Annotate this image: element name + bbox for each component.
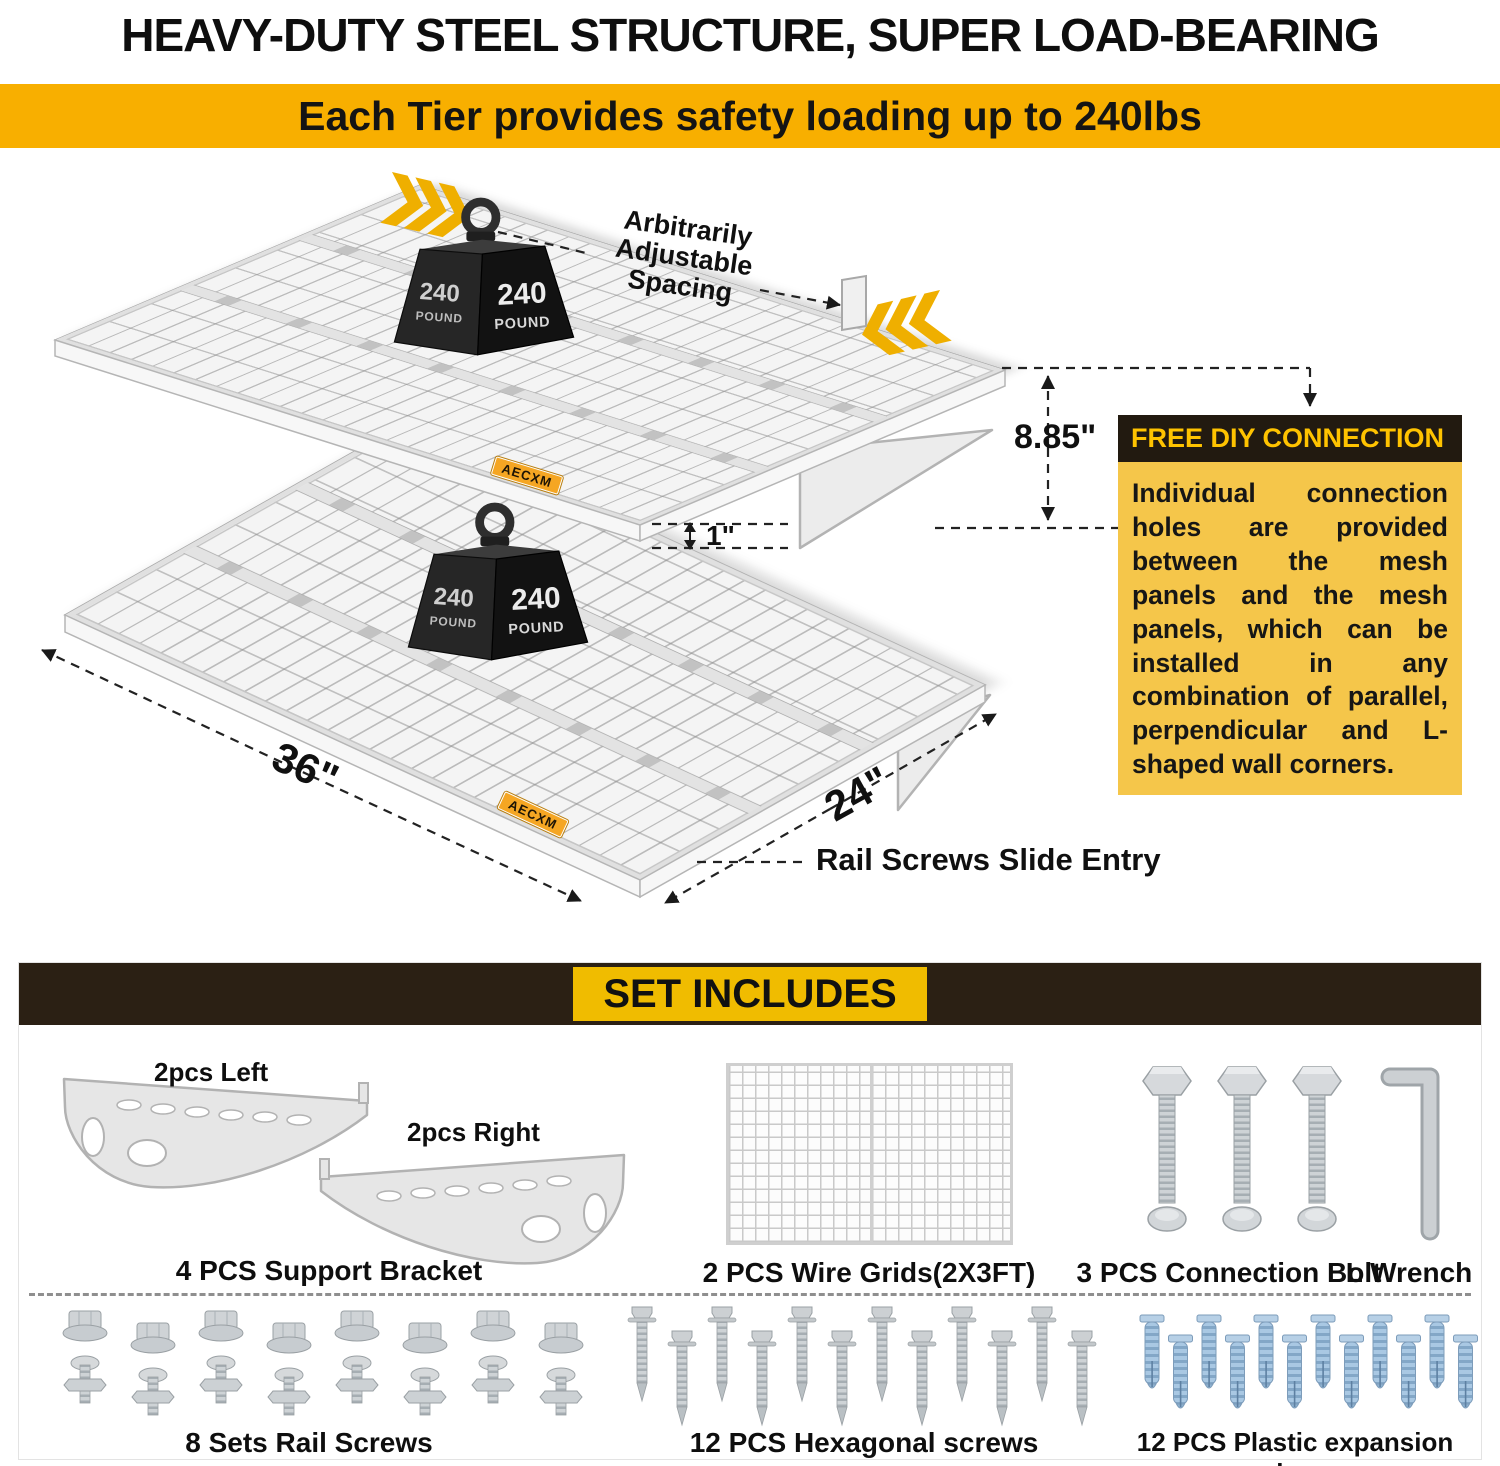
set-includes-panel: SET INCLUDES 2pcs Left 2pcs Right 4 PCS … <box>18 962 1482 1466</box>
expansion-plugs-illustration <box>1139 1314 1478 1409</box>
set-includes-body: 2pcs Left 2pcs Right 4 PCS Support Brack… <box>19 1025 1481 1466</box>
free-diy-body: Individual connection holes are provided… <box>1118 462 1462 795</box>
wire-grid-illustration <box>726 1063 1013 1245</box>
support-bracket-upper <box>798 428 994 550</box>
connection-bolts-caption: 3 PCS Connection Bolt <box>1076 1257 1382 1288</box>
wire-grids-caption: 2 PCS Wire Grids(2X3FT) <box>702 1257 1036 1288</box>
thickness-dimension: 1" <box>706 520 735 551</box>
set-includes-header-bar: SET INCLUDES <box>19 963 1481 1025</box>
page-title: HEAVY-DUTY STEEL STRUCTURE, SUPER LOAD-B… <box>121 9 1379 61</box>
l-wrench-illustration <box>1380 1067 1440 1241</box>
set-includes-title: SET INCLUDES <box>573 967 927 1021</box>
brackets-caption: 4 PCS Support Bracket <box>175 1255 483 1286</box>
l-wrench-caption: L Wrench <box>1345 1257 1473 1288</box>
rail-screws-caption: 8 Sets Rail Screws <box>185 1427 433 1458</box>
rail-screws-note: Rail Screws Slide Entry <box>816 842 1161 877</box>
support-brackets-illustration <box>62 1077 626 1265</box>
brackets-left-label: 2pcs Left <box>154 1057 269 1087</box>
tier-gap-dimension: 8.85" <box>1014 418 1097 456</box>
free-diy-header: FREE DIY CONNECTION <box>1118 415 1462 462</box>
hex-screws-caption: 12 PCS Hexagonal screws <box>689 1427 1039 1458</box>
hex-screws-illustration <box>627 1306 1097 1426</box>
rail-screws-illustration <box>62 1310 584 1416</box>
brackets-right-label: 2pcs Right <box>407 1117 540 1147</box>
connection-bolts-illustration <box>1142 1066 1342 1232</box>
expansion-plugs-caption: 12 PCS Plastic expansion plugs <box>1136 1427 1454 1466</box>
load-banner: Each Tier provides safety loading up to … <box>0 84 1500 148</box>
wire-grid-divider <box>869 1066 873 1242</box>
set-divider <box>29 1293 1471 1296</box>
